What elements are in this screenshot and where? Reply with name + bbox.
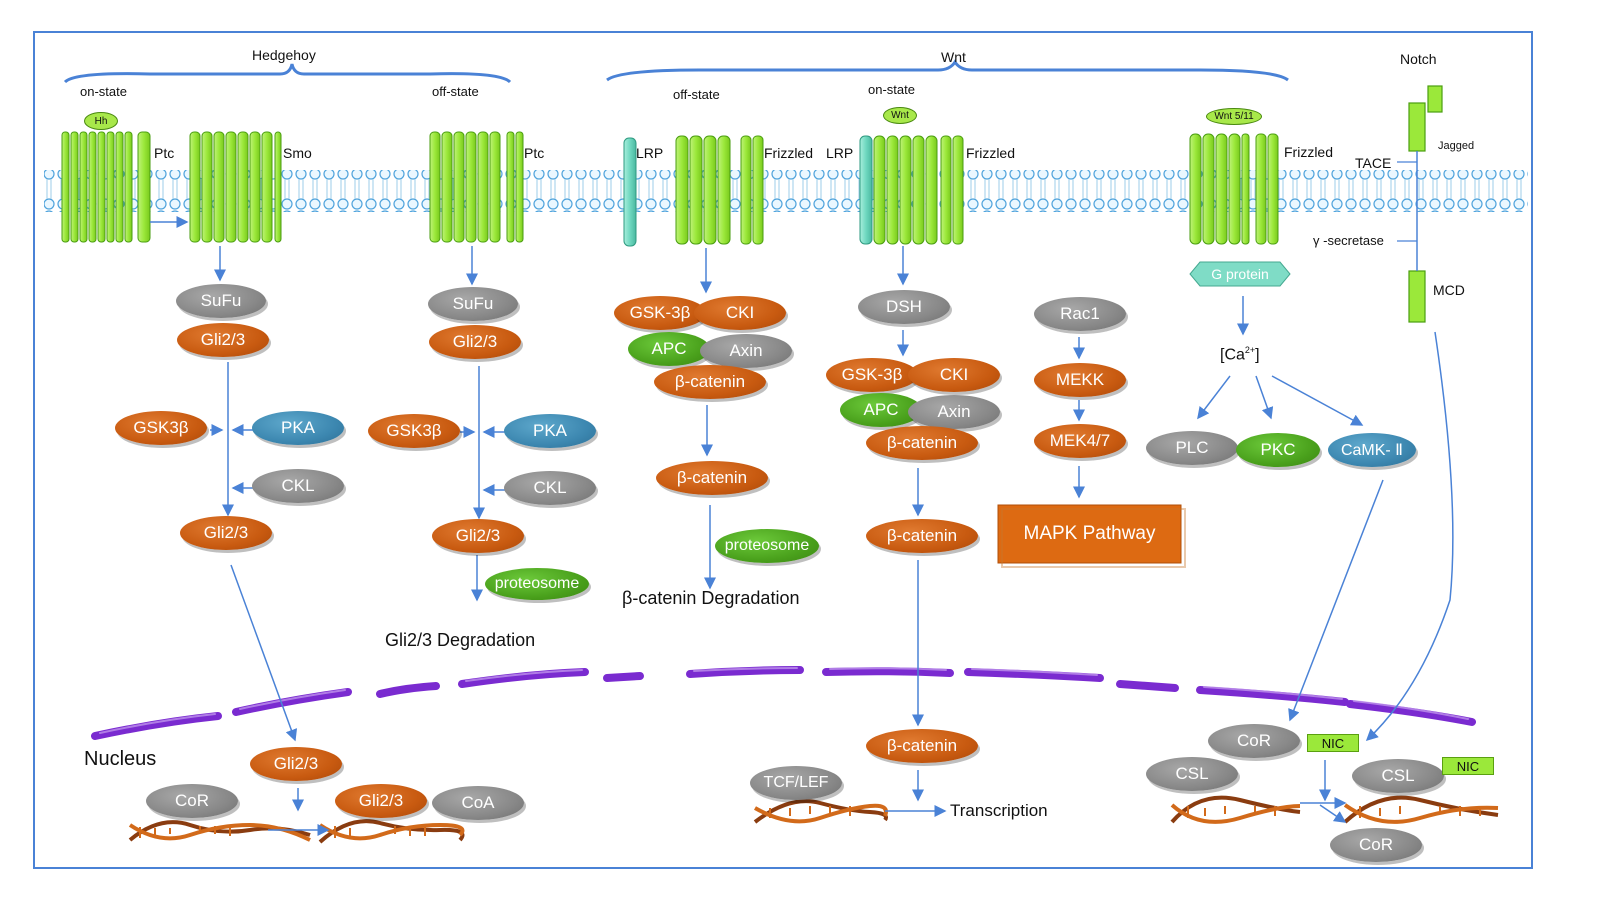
- mek47: MEK4/7: [1034, 424, 1126, 458]
- hedgehog-header: Hedgehoy: [252, 47, 316, 63]
- frizzled-receptor-2: [873, 135, 964, 245]
- lrp-receptor-2: [859, 135, 873, 245]
- dsh: DSH: [858, 290, 950, 324]
- hedgehog-brace: [63, 63, 512, 84]
- mapk-box-shape: [997, 504, 1182, 564]
- ptc-receptor-2: [429, 131, 524, 243]
- gli-degradation-label: Gli2/3 Degradation: [385, 630, 536, 650]
- transcription-label: Transcription: [950, 801, 1048, 820]
- nuclear-envelope: [91, 666, 1476, 740]
- gsk3b-wnt-off: GSK-3β: [614, 296, 706, 330]
- lrp-label-1: LRP: [636, 145, 664, 161]
- pkc: PKC: [1236, 433, 1320, 467]
- ckl-on: CKL: [252, 469, 344, 503]
- gsk3b-off: GSK3β: [368, 414, 460, 448]
- wnt-on-state-label: on-state: [868, 82, 915, 97]
- g-protein-shape: [1189, 261, 1291, 287]
- nic-tag-1: NIC: [1307, 734, 1359, 752]
- bcatenin-wnt-off-a: β-catenin: [654, 365, 766, 399]
- lrp-label-2: LRP: [826, 145, 854, 161]
- gsk3b-on: GSK3β: [115, 411, 207, 445]
- csl-2: CSL: [1352, 759, 1444, 793]
- hh-ligand: Hh: [84, 112, 118, 130]
- gli-off-a: Gli2/3: [429, 325, 521, 359]
- g-protein-label: G protein: [1211, 266, 1269, 282]
- mcd-label: MCD: [1433, 282, 1465, 298]
- cor-hh: CoR: [146, 784, 238, 818]
- tace-label: TACE: [1355, 155, 1392, 171]
- gli-on-b: Gli2/3: [180, 516, 272, 550]
- dna-helix-4: [1170, 795, 1301, 824]
- jagged-label: Jagged: [1438, 140, 1475, 152]
- cor-notch-1: CoR: [1208, 724, 1300, 758]
- bcatenin-degradation-label: β-catenin Degradation: [622, 588, 800, 608]
- mapk-pathway-label: MAPK Pathway: [1023, 523, 1156, 544]
- ptc-label-1: Ptc: [154, 145, 175, 161]
- frizzled-label-2: Frizzled: [966, 145, 1016, 161]
- frizzled-label-3: Frizzled: [1284, 144, 1334, 160]
- cor-notch-2: CoR: [1330, 828, 1422, 862]
- frizzled-receptor-1: [675, 135, 764, 245]
- gli-dna: Gli2/3: [335, 784, 427, 818]
- gli-nucleus: Gli2/3: [250, 747, 342, 781]
- calcium-charge: 2+: [1244, 345, 1256, 355]
- dna-helix-2: [318, 819, 465, 844]
- bcatenin-wnt-on-b: β-catenin: [866, 519, 978, 553]
- bcatenin-wnt-off-b: β-catenin: [656, 461, 768, 495]
- gsk3b-wnt-on: GSK-3β: [826, 358, 918, 392]
- coa-hh: CoA: [432, 786, 524, 820]
- sufu-off: SuFu: [428, 287, 518, 321]
- bcatenin-wnt-on-a: β-catenin: [866, 426, 978, 460]
- mekk: MEKK: [1034, 363, 1126, 397]
- cell-membrane: [44, 170, 1528, 212]
- pka-on: PKA: [252, 411, 344, 445]
- dna-helix-3: [753, 799, 888, 824]
- axin-wnt-off: Axin: [700, 334, 792, 368]
- plc: PLC: [1146, 431, 1238, 465]
- ptc-receptor-1: [61, 131, 151, 243]
- notch-receptor: [1408, 85, 1443, 323]
- bcatenin-nucleus: β-catenin: [866, 729, 978, 763]
- ckl-off: CKL: [504, 471, 596, 505]
- smo-label: Smo: [283, 145, 312, 161]
- proteosome-hh: proteosome: [485, 568, 589, 600]
- wnt-brace: [606, 59, 1289, 82]
- camk-ii: CaMK- Ⅱ: [1328, 433, 1416, 467]
- csl-1: CSL: [1146, 757, 1238, 791]
- gli-off-b: Gli2/3: [432, 519, 524, 553]
- dna-helix-1: [128, 820, 311, 842]
- rac1: Rac1: [1034, 297, 1126, 331]
- axin-wnt-on: Axin: [908, 395, 1000, 429]
- gli-on-a: Gli2/3: [177, 323, 269, 357]
- frizzled-receptor-3: [1189, 133, 1279, 245]
- lrp-receptor-1: [623, 137, 637, 247]
- wnt-header: Wnt: [941, 49, 966, 65]
- wnt-off-state-label: off-state: [673, 87, 720, 102]
- ptc-label-2: Ptc: [524, 145, 545, 161]
- apc-wnt-off: APC: [628, 332, 710, 366]
- pka-off: PKA: [504, 414, 596, 448]
- smo-receptor: [189, 131, 282, 243]
- nic-tag-2: NIC: [1442, 757, 1494, 775]
- notch-header: Notch: [1400, 51, 1437, 67]
- proteosome-wnt: proteosome: [715, 529, 819, 563]
- sufu-on: SuFu: [176, 284, 266, 318]
- cki-wnt-on: CKI: [908, 358, 1000, 392]
- cki-wnt-off: CKI: [694, 296, 786, 330]
- tcf-lef: TCF/LEF: [750, 766, 842, 800]
- calcium-label: [Ca2+]: [1220, 345, 1260, 364]
- nucleus-label: Nucleus: [84, 748, 157, 770]
- wnt-ligand: Wnt: [883, 107, 917, 124]
- diagram-frame: [33, 31, 1533, 869]
- hh-off-state-label: off-state: [432, 84, 479, 99]
- frizzled-label-1: Frizzled: [764, 145, 814, 161]
- hh-on-state-label: on-state: [80, 84, 127, 99]
- gamma-secretase-label: γ -secretase: [1313, 233, 1384, 248]
- wnt511-ligand: Wnt 5/11: [1206, 108, 1262, 125]
- dna-helix-5: [1343, 795, 1499, 824]
